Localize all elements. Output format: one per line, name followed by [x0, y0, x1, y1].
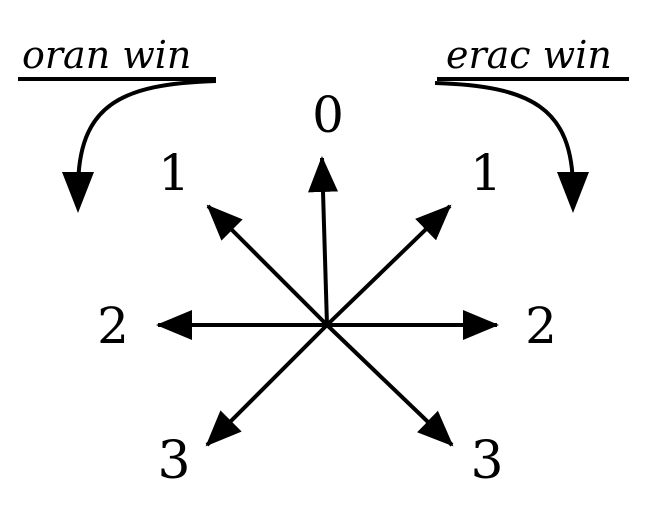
- arrow-lower-right: [325, 323, 454, 447]
- arrow-upper-right: [325, 204, 452, 327]
- left-curved-arrowhead: [62, 172, 94, 213]
- left-curved-arrow: [76, 79, 217, 191]
- arrow-up: [308, 156, 339, 326]
- left-caption: oran win: [22, 33, 191, 77]
- number-middle-left: 2: [97, 297, 129, 355]
- number-lower-left: 3: [157, 431, 190, 491]
- right-curved-arrow: [434, 81, 575, 191]
- arrow-upper-left: [206, 204, 329, 327]
- right-curved-arrowhead: [557, 172, 589, 213]
- right-caption: erac win: [446, 33, 612, 77]
- arrow-lower-left: [205, 323, 329, 447]
- number-upper-right: 1: [470, 144, 502, 202]
- number-middle-right: 2: [525, 297, 557, 355]
- number-top: 0: [312, 86, 344, 144]
- number-lower-right: 3: [470, 431, 503, 491]
- number-upper-left: 1: [158, 144, 190, 202]
